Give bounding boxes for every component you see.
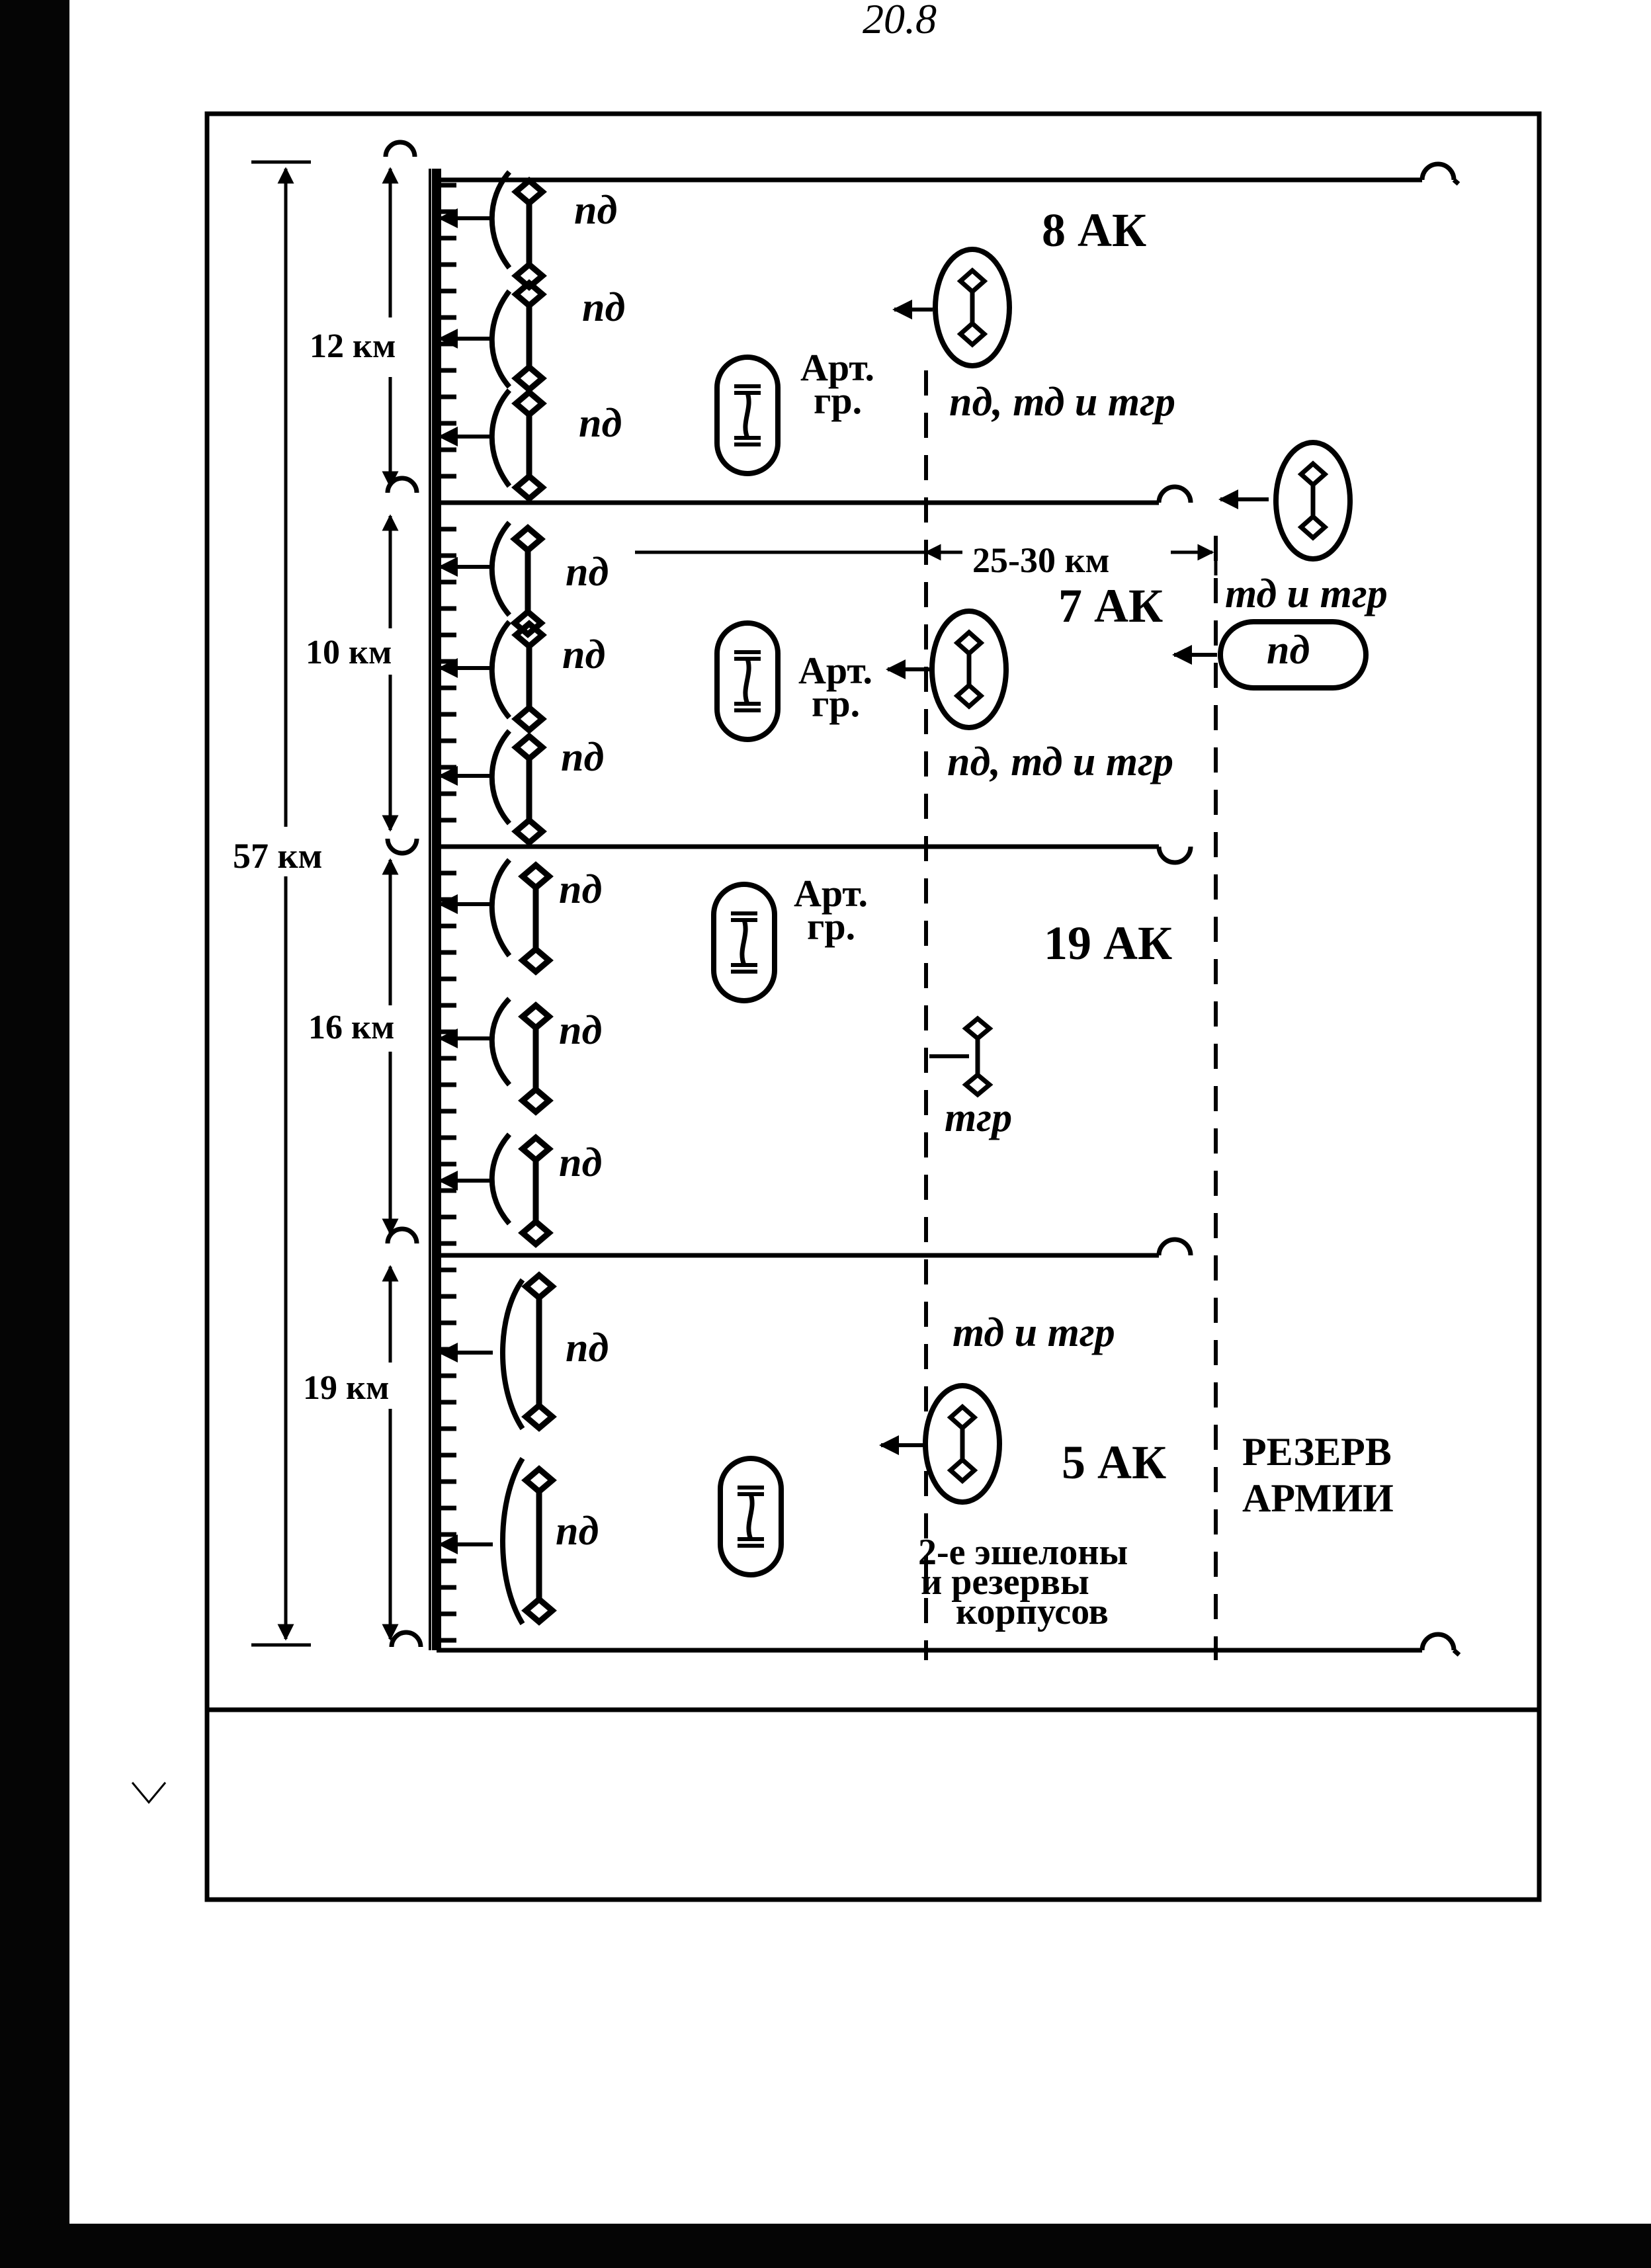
second-echelon-7ak	[886, 611, 1006, 728]
margin-check-mark	[131, 1782, 167, 1804]
division-label: пд	[566, 1325, 609, 1370]
division-label: пд	[559, 1008, 602, 1053]
division-symbol	[438, 858, 549, 972]
division-symbol	[438, 620, 542, 730]
army-reserve-unit-1: тд и тгр	[1225, 571, 1388, 616]
corps-name-7ak: 7 АК	[1058, 579, 1163, 632]
width-label-19ak: 16 км	[308, 1009, 394, 1046]
second-echelon-19ak	[929, 1015, 994, 1098]
artillery-group-symbol	[717, 357, 778, 474]
artillery-label: Арт.гр.	[794, 872, 868, 948]
width-label-8ak: 12 км	[310, 327, 396, 365]
division-symbol	[438, 1275, 552, 1429]
total-width-label: 57 км	[233, 836, 322, 876]
dimension-lines	[251, 160, 1218, 1647]
division-label: пд	[562, 632, 605, 677]
corps-name-19ak: 19 АК	[1044, 917, 1172, 970]
second-echelon-label-8ak: пд, тд и тгр	[949, 380, 1175, 425]
scan-left-border	[0, 0, 69, 2268]
division-label: пд	[559, 867, 602, 912]
second-echelon-label-7ak: пд, тд и тгр	[947, 739, 1173, 784]
artillery-group-symbol	[720, 1458, 781, 1575]
echelon-label-2: и резервы	[921, 1562, 1089, 1603]
second-echelon-label-19ak: тгр	[945, 1095, 1012, 1140]
division-symbol	[438, 1132, 549, 1244]
scan-bottom-border	[0, 2224, 1651, 2268]
artillery-group-symbol	[714, 884, 775, 1001]
page-mark: 20.8	[863, 0, 937, 42]
boundary-lines	[383, 140, 1461, 1657]
division-symbol	[438, 997, 549, 1112]
artillery-label: Арт.гр.	[800, 346, 874, 422]
division-label: пд	[582, 285, 625, 330]
division-symbol	[438, 388, 542, 499]
division-symbol	[438, 521, 541, 634]
width-label-5ak: 19 км	[303, 1369, 389, 1407]
artillery-label: Арт.гр.	[798, 649, 872, 725]
front-line	[429, 169, 456, 1650]
corps-name-5ak: 5 АК	[1062, 1436, 1166, 1489]
division-label: пд	[574, 188, 617, 233]
division-symbol	[438, 170, 542, 287]
second-echelon-label-5ak: тд и тгр	[952, 1310, 1115, 1355]
second-echelon-5ak	[879, 1386, 999, 1502]
second-echelon-8ak	[892, 249, 1009, 366]
echelon-label-3: корпусов	[956, 1591, 1109, 1632]
division-symbol	[438, 1456, 552, 1626]
army-reserve-title-2: АРМИИ	[1242, 1476, 1394, 1520]
army-reserve-unit-2: пд	[1267, 628, 1310, 673]
division-label: пд	[559, 1140, 602, 1185]
echelon-label-1: 2-е эшелоны	[918, 1532, 1128, 1573]
army-reserve-title-1: РЕЗЕРВ	[1242, 1430, 1392, 1474]
division-label: пд	[561, 735, 604, 780]
corps-name-8ak: 8 АК	[1042, 204, 1146, 257]
width-label-7ak: 10 км	[306, 634, 392, 671]
division-label: пд	[579, 401, 622, 446]
artillery-group-symbol	[717, 623, 778, 739]
army-reserve-symbols	[1172, 442, 1369, 691]
division-symbol	[438, 729, 542, 843]
depth-label: 25-30 км	[972, 540, 1109, 580]
division-label: пд	[556, 1509, 599, 1554]
outer-frame	[204, 111, 1542, 1902]
division-symbol	[438, 283, 542, 390]
division-label: пд	[566, 550, 609, 595]
